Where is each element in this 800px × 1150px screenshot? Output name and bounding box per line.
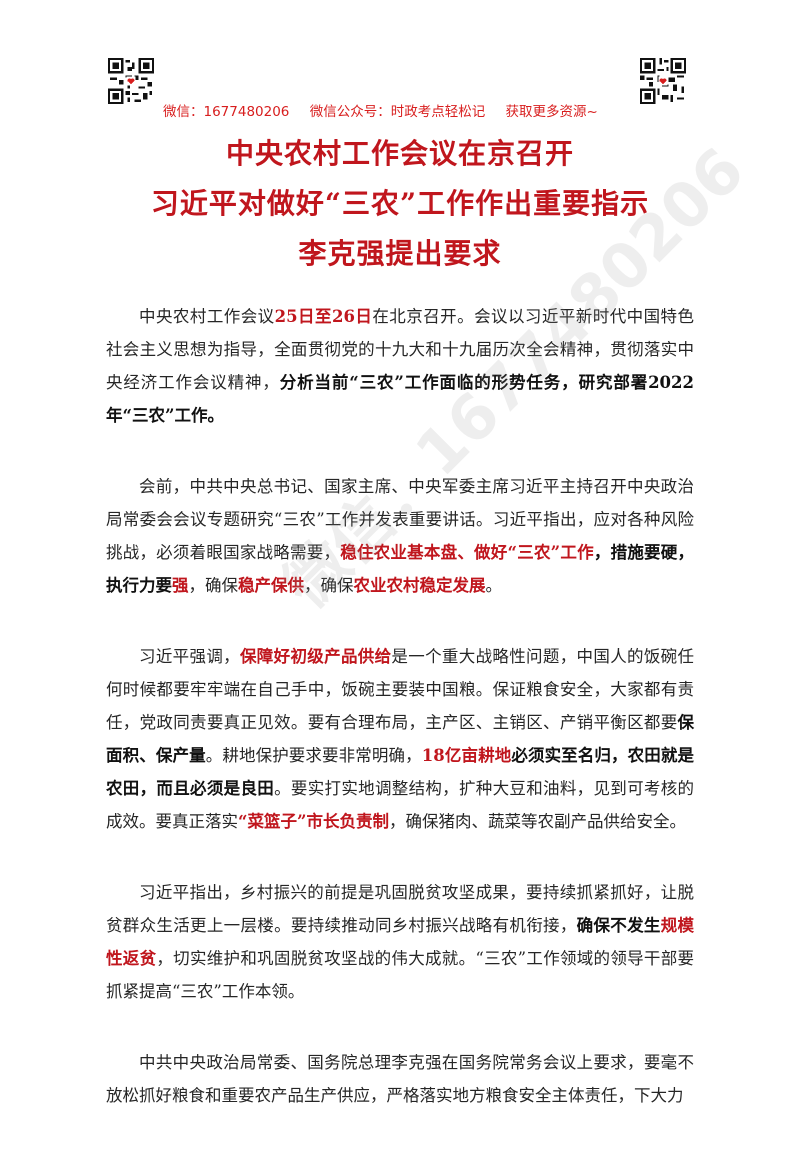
text-run: ，切实维护和巩固脱贫攻坚战的伟大成就。“三农”工作领域的领导干部要抓紧提高“三农… bbox=[106, 949, 695, 1001]
highlight-text: 18亿亩耕地 bbox=[421, 746, 512, 765]
paragraph-3: 习近平强调，保障好初级产品供给是一个重大战略性问题，中国人的饭碗任何时候都要牢牢… bbox=[106, 640, 694, 838]
bold-text: 分析当前“三农”工作面临的形势任务，研究部署2022年“三农”工作。 bbox=[106, 373, 694, 425]
text-run: ，确保 bbox=[188, 576, 239, 595]
bold-text: 必须实至名归，农田就是农田，而且必须是良田 bbox=[106, 746, 695, 798]
wechat-id: 微信：1677480206 bbox=[163, 104, 290, 120]
paragraph-2: 会前，中共中央总书记、国家主席、中央军委主席习近平主持召开中央政治局常委会会议专… bbox=[106, 470, 694, 602]
highlight-text: 规模性返贫 bbox=[106, 916, 695, 968]
highlight-text: “菜篮子”市长负责制 bbox=[238, 812, 389, 831]
text-run: 中共中央政治局常委、国务院总理李克强在国务院常务会议上要求，要毫不放松抓好粮食和… bbox=[106, 1053, 694, 1105]
article-title: 中央农村工作会议在京召开 习近平对做好“三农”工作作出重要指示 李克强提出要求 bbox=[0, 140, 800, 290]
text-run: ，确保 bbox=[304, 576, 354, 595]
title-line-2: 习近平对做好“三农”工作作出重要指示 bbox=[150, 187, 650, 220]
text-run: 。 bbox=[485, 576, 503, 595]
text-run: ，确保猪肉、蔬菜等农副产品供给安全。 bbox=[388, 812, 686, 831]
text-run: 是一个重大战略性问题，中国人的饭碗任何时候都要牢牢端在自己手中，饭碗主要装中国粮… bbox=[106, 647, 694, 732]
highlight-text: 强 bbox=[172, 576, 189, 595]
official-account: 微信公众号：时政考点轻松记 bbox=[309, 104, 486, 120]
text-run: 习近平强调， bbox=[139, 647, 240, 666]
contact-header: 微信：1677480206 微信公众号：时政考点轻松记 获取更多资源~ bbox=[163, 100, 643, 120]
qr-code-left bbox=[108, 58, 154, 104]
text-run: 。耕地保护要求要非常明确， bbox=[205, 746, 422, 765]
highlight-text: 稳住农业基本盘、做好“三农”工作 bbox=[340, 543, 594, 562]
highlight-text: 保障好初级产品供给 bbox=[239, 647, 392, 666]
article-body: 中央农村工作会议25日至26日在北京召开。会议以习近平新时代中国特色社会主义思想… bbox=[106, 300, 694, 1150]
text-run: 在北京召开。会议以习近平新时代中国特色社会主义思想为指导，全面贯彻党的十九大和十… bbox=[106, 307, 695, 392]
bold-text: 保面积、保产量 bbox=[106, 713, 694, 765]
bold-text: ，措施要硬，执行力要 bbox=[106, 543, 695, 595]
title-line-1: 中央农村工作会议在京召开 bbox=[225, 137, 574, 170]
paragraph-5: 中共中央政治局常委、国务院总理李克强在国务院常务会议上要求，要毫不放松抓好粮食和… bbox=[106, 1046, 694, 1112]
text-run: 。要实打实地调整结构，扩种大豆和油料，见到可考核的成效。要真正落实 bbox=[106, 779, 695, 831]
text-run: 中央农村工作会议 bbox=[139, 307, 275, 326]
highlight-text: 25日至26日 bbox=[274, 307, 373, 326]
paragraph-1: 中央农村工作会议25日至26日在北京召开。会议以习近平新时代中国特色社会主义思想… bbox=[106, 300, 694, 432]
qr-code-right bbox=[640, 58, 686, 104]
bold-text: 确保不发生 bbox=[576, 916, 661, 935]
paragraph-4: 习近平指出，乡村振兴的前提是巩固脱贫攻坚成果，要持续抓紧抓好，让脱贫群众生活更上… bbox=[106, 876, 694, 1008]
highlight-text: 农业农村稳定发展 bbox=[353, 576, 486, 595]
highlight-text: 稳产保供 bbox=[238, 576, 304, 595]
text-run: 习近平指出，乡村振兴的前提是巩固脱贫攻坚成果，要持续抓紧抓好，让脱贫群众生活更上… bbox=[106, 883, 694, 935]
text-run: 会前，中共中央总书记、国家主席、中央军委主席习近平主持召开中央政治局常委会会议专… bbox=[106, 477, 694, 562]
title-line-3: 李克强提出要求 bbox=[298, 237, 502, 270]
more-resources: 获取更多资源~ bbox=[505, 104, 598, 120]
